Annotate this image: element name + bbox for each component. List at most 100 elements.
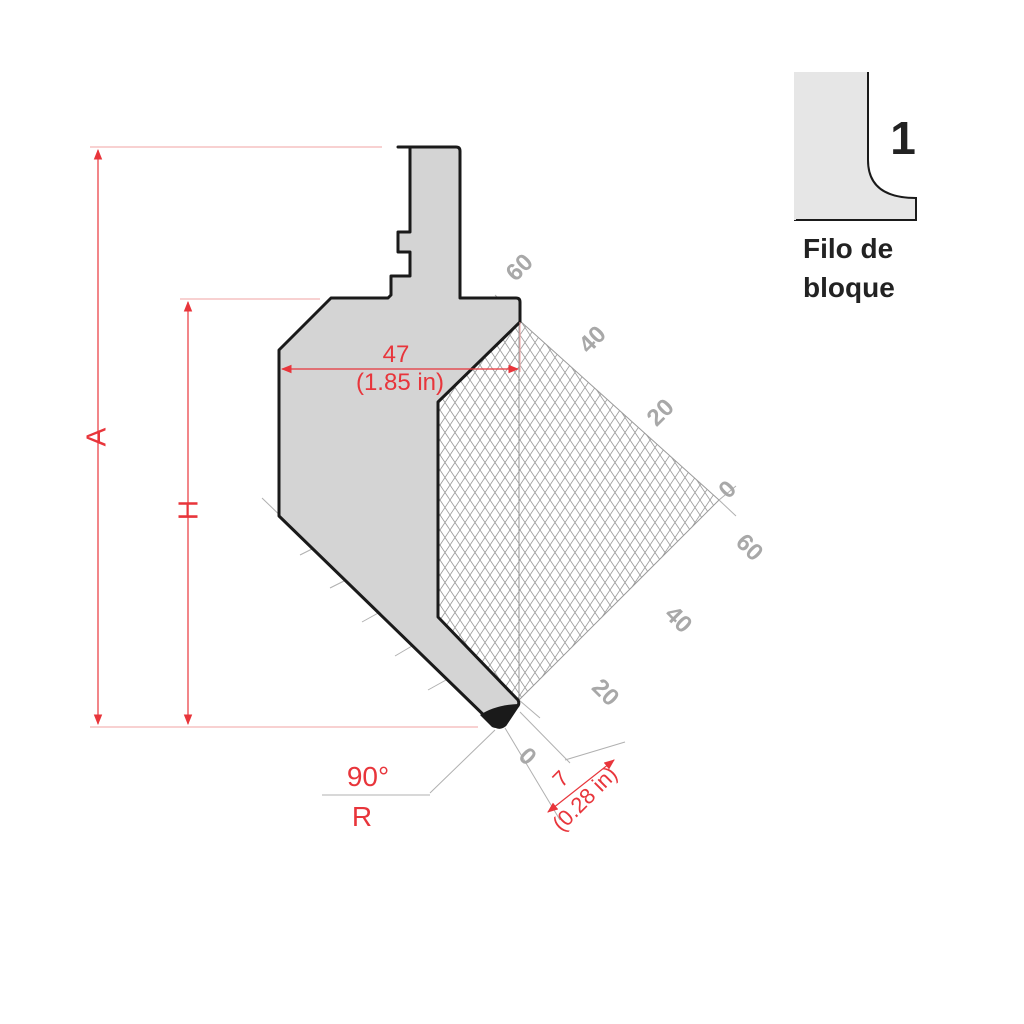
- grid-line: [730, 0, 1024, 800]
- grid-line: [499, 320, 719, 700]
- grid-line: [0, 0, 200, 800]
- dimension-a: [90, 146, 478, 728]
- grid-line: [920, 0, 1024, 800]
- grid-line: [0, 0, 190, 800]
- grid-line: [900, 0, 1024, 800]
- grid-line: [436, 320, 719, 700]
- grid-line: [0, 0, 90, 800]
- grid-line: [860, 0, 1024, 800]
- grid-line: [436, 320, 719, 700]
- grid-line: [449, 320, 719, 700]
- grid-line: [549, 320, 719, 700]
- grid-line: [436, 320, 681, 700]
- grid-line: [930, 0, 1024, 800]
- grid-line: [0, 0, 100, 800]
- edge-profile-icon: [795, 72, 916, 220]
- grid-line: [0, 0, 20, 800]
- grid-line: [0, 0, 270, 800]
- grid-line: [740, 0, 1024, 800]
- grid-line: [860, 0, 1024, 800]
- edge-type-caption-line1: Filo de: [803, 233, 893, 264]
- grid-line: [549, 320, 719, 700]
- grid-line: [0, 0, 140, 800]
- grid-line: [436, 320, 719, 700]
- grid-line: [0, 0, 270, 800]
- grid-line: [459, 320, 719, 700]
- grid-line: [0, 0, 260, 800]
- grid-line: [940, 0, 1024, 800]
- grid-line: [960, 0, 1024, 800]
- grid-line: [0, 0, 250, 800]
- grid-line: [0, 0, 40, 800]
- grid-line: [449, 320, 719, 700]
- grid-line: [990, 0, 1024, 800]
- grid-line: [0, 0, 160, 800]
- grid-line: [436, 320, 591, 700]
- grid-line: [436, 320, 719, 700]
- grid-line: [436, 320, 611, 700]
- grid-line: [436, 320, 719, 700]
- punch-tool-tip: [480, 704, 518, 728]
- grid-line: [720, 0, 1024, 800]
- grid-line: [489, 320, 719, 700]
- grid-line: [0, 0, 40, 800]
- scale-tick-upper-40: 40: [574, 321, 612, 359]
- scale-tick-upper-60: 60: [501, 249, 539, 287]
- grid-line: [980, 0, 1024, 800]
- grid-line: [0, 0, 310, 800]
- grid-line: [489, 320, 719, 700]
- grid-line: [436, 320, 711, 700]
- grid-line: [439, 320, 719, 700]
- grid-line: [479, 320, 719, 700]
- grid-line: [0, 0, 80, 800]
- grid-line: [436, 320, 621, 700]
- grid-line: [0, 0, 300, 800]
- grid-line: [0, 0, 90, 800]
- scale-tick-upper-20: 20: [642, 394, 680, 432]
- grid-line: [436, 320, 719, 700]
- grid-line: [436, 320, 661, 700]
- grid-line: [436, 320, 719, 700]
- grid-line: [0, 0, 170, 800]
- grid-line: [0, 0, 310, 800]
- grid-line: [0, 0, 160, 800]
- grid-line: [436, 320, 719, 700]
- grid-line: [0, 0, 150, 800]
- grid-line: [436, 320, 719, 700]
- grid-line: [0, 0, 220, 800]
- grid-line: [0, 0, 120, 800]
- grid-line: [0, 0, 260, 800]
- grid-line: [0, 0, 30, 800]
- grid-line: [0, 0, 20, 800]
- grid-line: [0, 0, 60, 800]
- dimension-width: [280, 322, 521, 374]
- grid-line: [990, 0, 1024, 800]
- grid-line: [0, 0, 10, 800]
- grid-line: [436, 320, 719, 700]
- grid-line: [436, 320, 719, 700]
- grid-line: [0, 0, 280, 800]
- grid-line: [0, 0, 100, 800]
- grid-line: [920, 0, 1024, 800]
- grid-line: [0, 0, 250, 800]
- grid-line: [519, 320, 719, 700]
- grid-line: [436, 320, 641, 700]
- label-width-in: (1.85 in): [356, 369, 444, 396]
- bending-grid: [0, 0, 1024, 800]
- grid-line: [0, 0, 110, 800]
- grid-line: [910, 0, 1024, 800]
- grid-line: [0, 0, 130, 800]
- grid-line: [1020, 0, 1024, 800]
- grid-line: [0, 0, 290, 800]
- label-width-mm: 47: [383, 341, 410, 368]
- grid-line: [436, 320, 581, 700]
- grid-line: [436, 320, 719, 700]
- grid-line: [436, 320, 601, 700]
- grid-line: [0, 0, 140, 800]
- scale-tick-upper-0: 0: [713, 475, 742, 504]
- grid-line: [850, 0, 1024, 800]
- edge-type-legend: 1: [794, 72, 917, 221]
- grid-line: [436, 320, 701, 700]
- grid-line: [459, 320, 719, 700]
- grid-line: [950, 0, 1024, 800]
